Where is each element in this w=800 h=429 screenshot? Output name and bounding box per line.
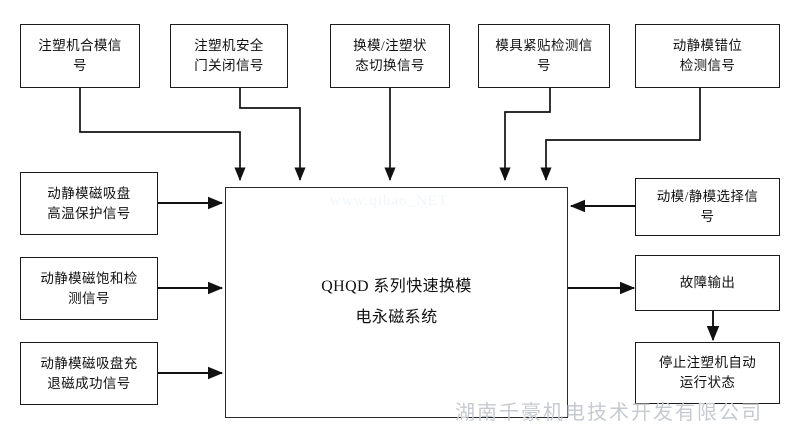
node-stop-state-label: 停止注塑机自动 运行状态 — [658, 355, 757, 390]
node-fault-output-label: 故障输出 — [679, 275, 736, 291]
node-top-4[interactable]: 模具紧贴检测信 号 — [478, 24, 610, 88]
node-right-select[interactable]: 动模/静模选择信 号 — [635, 178, 780, 236]
node-left-1[interactable]: 动静模磁吸盘 高温保护信号 — [20, 172, 158, 235]
wire-top-5 — [540, 88, 701, 182]
node-fault-output[interactable]: 故障输出 — [635, 255, 780, 311]
node-top-5[interactable]: 动静模错位 检测信号 — [635, 24, 780, 88]
node-top-4-label: 模具紧贴检测信 号 — [495, 38, 593, 73]
wire-top-1 — [79, 88, 246, 182]
node-right-select-label: 动模/静模选择信 号 — [656, 189, 759, 224]
node-left-1-label: 动静模磁吸盘 高温保护信号 — [47, 185, 131, 221]
watermark-company: 湖南千豪机电技术开发有限公司 — [455, 402, 763, 424]
node-stop-state[interactable]: 停止注塑机自动 运行状态 — [635, 342, 780, 404]
wire-top-4 — [499, 88, 551, 182]
node-top-2[interactable]: 注塑机安全 门关闭信号 — [170, 24, 288, 88]
node-top-5-label: 动静模错位 检测信号 — [672, 38, 743, 73]
watermark-center: www.qihao_NET — [330, 193, 449, 209]
node-left-2[interactable]: 动静模磁饱和检 测信号 — [20, 257, 158, 320]
node-top-1[interactable]: 注塑机合模信 号 — [20, 24, 140, 88]
node-left-3-label: 动静模磁吸盘充 退磁成功信号 — [40, 355, 138, 391]
node-top-3[interactable]: 换模/注塑状 态切换信号 — [330, 24, 450, 88]
node-core-system[interactable]: QHQD 系列快速换模 电永磁系统 — [225, 187, 568, 418]
node-core-system-label: QHQD 系列快速换模 电永磁系统 — [321, 278, 472, 326]
wire-top-2 — [239, 88, 306, 182]
node-top-2-label: 注塑机安全 门关闭信号 — [194, 38, 264, 73]
node-left-2-label: 动静模磁饱和检 测信号 — [40, 270, 138, 306]
node-top-1-label: 注塑机合模信 号 — [38, 38, 122, 73]
node-left-3[interactable]: 动静模磁吸盘充 退磁成功信号 — [20, 342, 158, 405]
node-top-3-label: 换模/注塑状 态切换信号 — [353, 38, 427, 73]
